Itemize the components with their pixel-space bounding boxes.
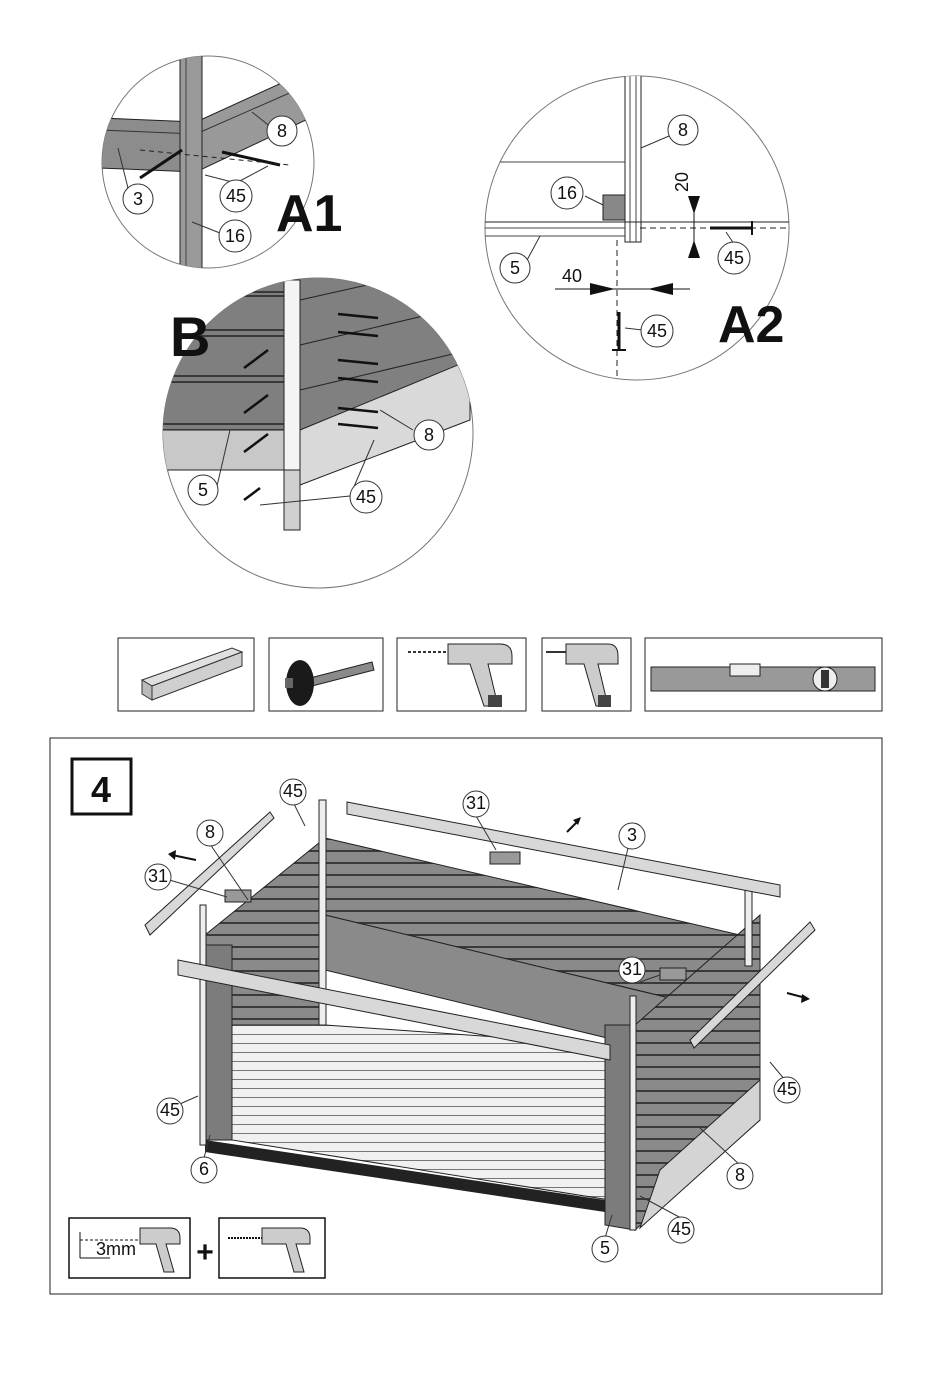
svg-text:8: 8	[277, 121, 287, 141]
detail-b-title: B	[170, 305, 210, 368]
callout-8: 8	[727, 1163, 753, 1189]
rubber-mallet-icon	[269, 638, 383, 711]
callout-45: 45	[220, 180, 252, 212]
callout-45: 45	[718, 242, 750, 274]
callout-45: 45	[157, 1098, 183, 1124]
dim-20: 20	[672, 172, 692, 192]
callout-5: 5	[188, 475, 218, 505]
callout-31: 31	[619, 957, 645, 983]
callout-3: 3	[123, 184, 153, 214]
svg-text:45: 45	[160, 1100, 180, 1120]
svg-text:3: 3	[133, 189, 143, 209]
svg-text:45: 45	[647, 321, 667, 341]
svg-text:31: 31	[622, 959, 642, 979]
svg-text:45: 45	[724, 248, 744, 268]
svg-text:8: 8	[424, 425, 434, 445]
svg-text:16: 16	[225, 226, 245, 246]
callout-45: 45	[280, 779, 306, 805]
svg-text:5: 5	[600, 1238, 610, 1258]
step-number: 4	[91, 769, 111, 810]
svg-text:31: 31	[148, 866, 168, 886]
svg-text:45: 45	[671, 1219, 691, 1239]
svg-text:45: 45	[777, 1079, 797, 1099]
callout-6: 6	[191, 1157, 217, 1183]
svg-text:6: 6	[199, 1159, 209, 1179]
svg-text:8: 8	[205, 822, 215, 842]
spirit-level-icon	[645, 638, 882, 711]
callout-8: 8	[267, 116, 297, 146]
screwdriver-icon	[542, 638, 631, 711]
tool-strip	[118, 638, 882, 711]
svg-text:31: 31	[466, 793, 486, 813]
svg-text:16: 16	[557, 183, 577, 203]
svg-text:45: 45	[283, 781, 303, 801]
screwdriver-icon	[219, 1218, 325, 1278]
detail-a1-title: A1	[276, 185, 342, 243]
step-4-panel: 4	[50, 738, 882, 1294]
plus-sign: +	[196, 1236, 214, 1269]
callout-5: 5	[500, 253, 530, 283]
detail-b: 8 5 45 B	[150, 240, 480, 588]
callout-45: 45	[641, 315, 673, 347]
dim-40: 40	[562, 266, 582, 286]
callout-16: 16	[219, 220, 251, 252]
detail-a2-title: A2	[718, 296, 784, 354]
svg-text:5: 5	[510, 258, 520, 278]
callout-16: 16	[551, 177, 583, 209]
detail-a1: 8 3 45 16 A1	[100, 55, 342, 275]
svg-text:45: 45	[356, 487, 376, 507]
callout-8: 8	[414, 420, 444, 450]
callout-45: 45	[774, 1077, 800, 1103]
svg-text:8: 8	[678, 120, 688, 140]
callout-31: 31	[145, 864, 171, 890]
callout-3: 3	[619, 823, 645, 849]
svg-text:5: 5	[198, 480, 208, 500]
drill-3mm-icon: 3mm	[69, 1218, 190, 1278]
detail-a2: 20 40 8 16 5 45 45 A2	[480, 70, 800, 380]
callout-5: 5	[592, 1236, 618, 1262]
log-piece-tool	[118, 638, 254, 711]
callout-8: 8	[668, 115, 698, 145]
svg-text:45: 45	[226, 186, 246, 206]
drill-size-label: 3mm	[96, 1239, 136, 1259]
callout-8: 8	[197, 820, 223, 846]
drill-icon	[397, 638, 526, 711]
callout-45: 45	[668, 1217, 694, 1243]
svg-text:3: 3	[627, 825, 637, 845]
callout-31: 31	[463, 791, 489, 817]
callout-45: 45	[350, 481, 382, 513]
svg-text:8: 8	[735, 1165, 745, 1185]
